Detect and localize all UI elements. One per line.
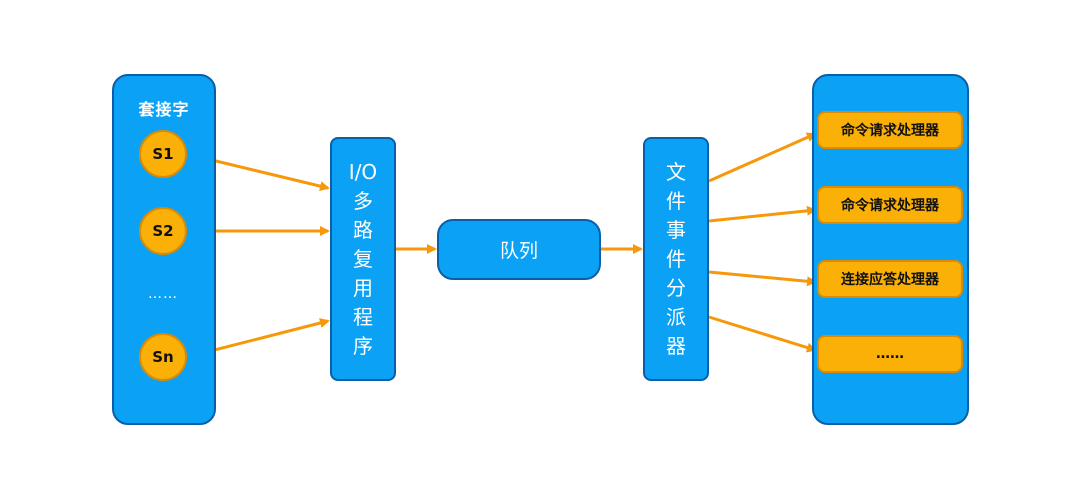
queue-box: 队列 <box>437 219 601 280</box>
arrow-dispatcher-to-handler-3 <box>708 270 817 287</box>
io-label-char: I/O <box>348 159 378 184</box>
io-label-char: 多 <box>353 188 373 213</box>
dispatcher-label-char: 件 <box>666 188 686 213</box>
arrow-dispatcher-to-handler-2 <box>708 205 817 223</box>
handler-ellipsis: …… <box>817 335 963 373</box>
socket-group-title: 套接字 <box>138 100 190 119</box>
socket-sn: Sn <box>139 333 187 381</box>
handler-command-request-2: 命令请求处理器 <box>817 186 963 224</box>
io-label-char: 序 <box>353 333 373 358</box>
arrow-dispatcher-to-handler-4 <box>708 315 817 353</box>
event-dispatcher-label: 文 件 事 件 分 派 器 <box>645 139 707 379</box>
socket-s2: S2 <box>139 207 187 255</box>
socket-s1: S1 <box>139 130 187 178</box>
dispatcher-label-char: 派 <box>666 304 686 329</box>
dispatcher-label-char: 分 <box>666 275 686 300</box>
event-dispatcher-box: 文 件 事 件 分 派 器 <box>643 137 709 381</box>
io-label-char: 程 <box>353 304 373 329</box>
queue-label: 队列 <box>499 240 538 262</box>
io-multiplexer-label: I/O 多 路 复 用 程 序 <box>332 139 394 379</box>
io-multiplexer-box: I/O 多 路 复 用 程 序 <box>330 137 396 381</box>
handler-connection-accept: 连接应答处理器 <box>817 260 963 298</box>
io-label-char: 复 <box>353 246 373 271</box>
dispatcher-label-char: 文 <box>666 159 686 184</box>
dispatcher-label-char: 事 <box>666 217 686 242</box>
dispatcher-label-char: 器 <box>666 333 686 358</box>
io-label-char: 路 <box>353 217 373 242</box>
io-label-char: 用 <box>353 275 373 300</box>
socket-ellipsis: …… <box>148 286 178 302</box>
arrow-dispatcher-to-handler-1 <box>708 132 817 183</box>
dispatcher-label-char: 件 <box>666 246 686 271</box>
handler-command-request-1: 命令请求处理器 <box>817 111 963 149</box>
